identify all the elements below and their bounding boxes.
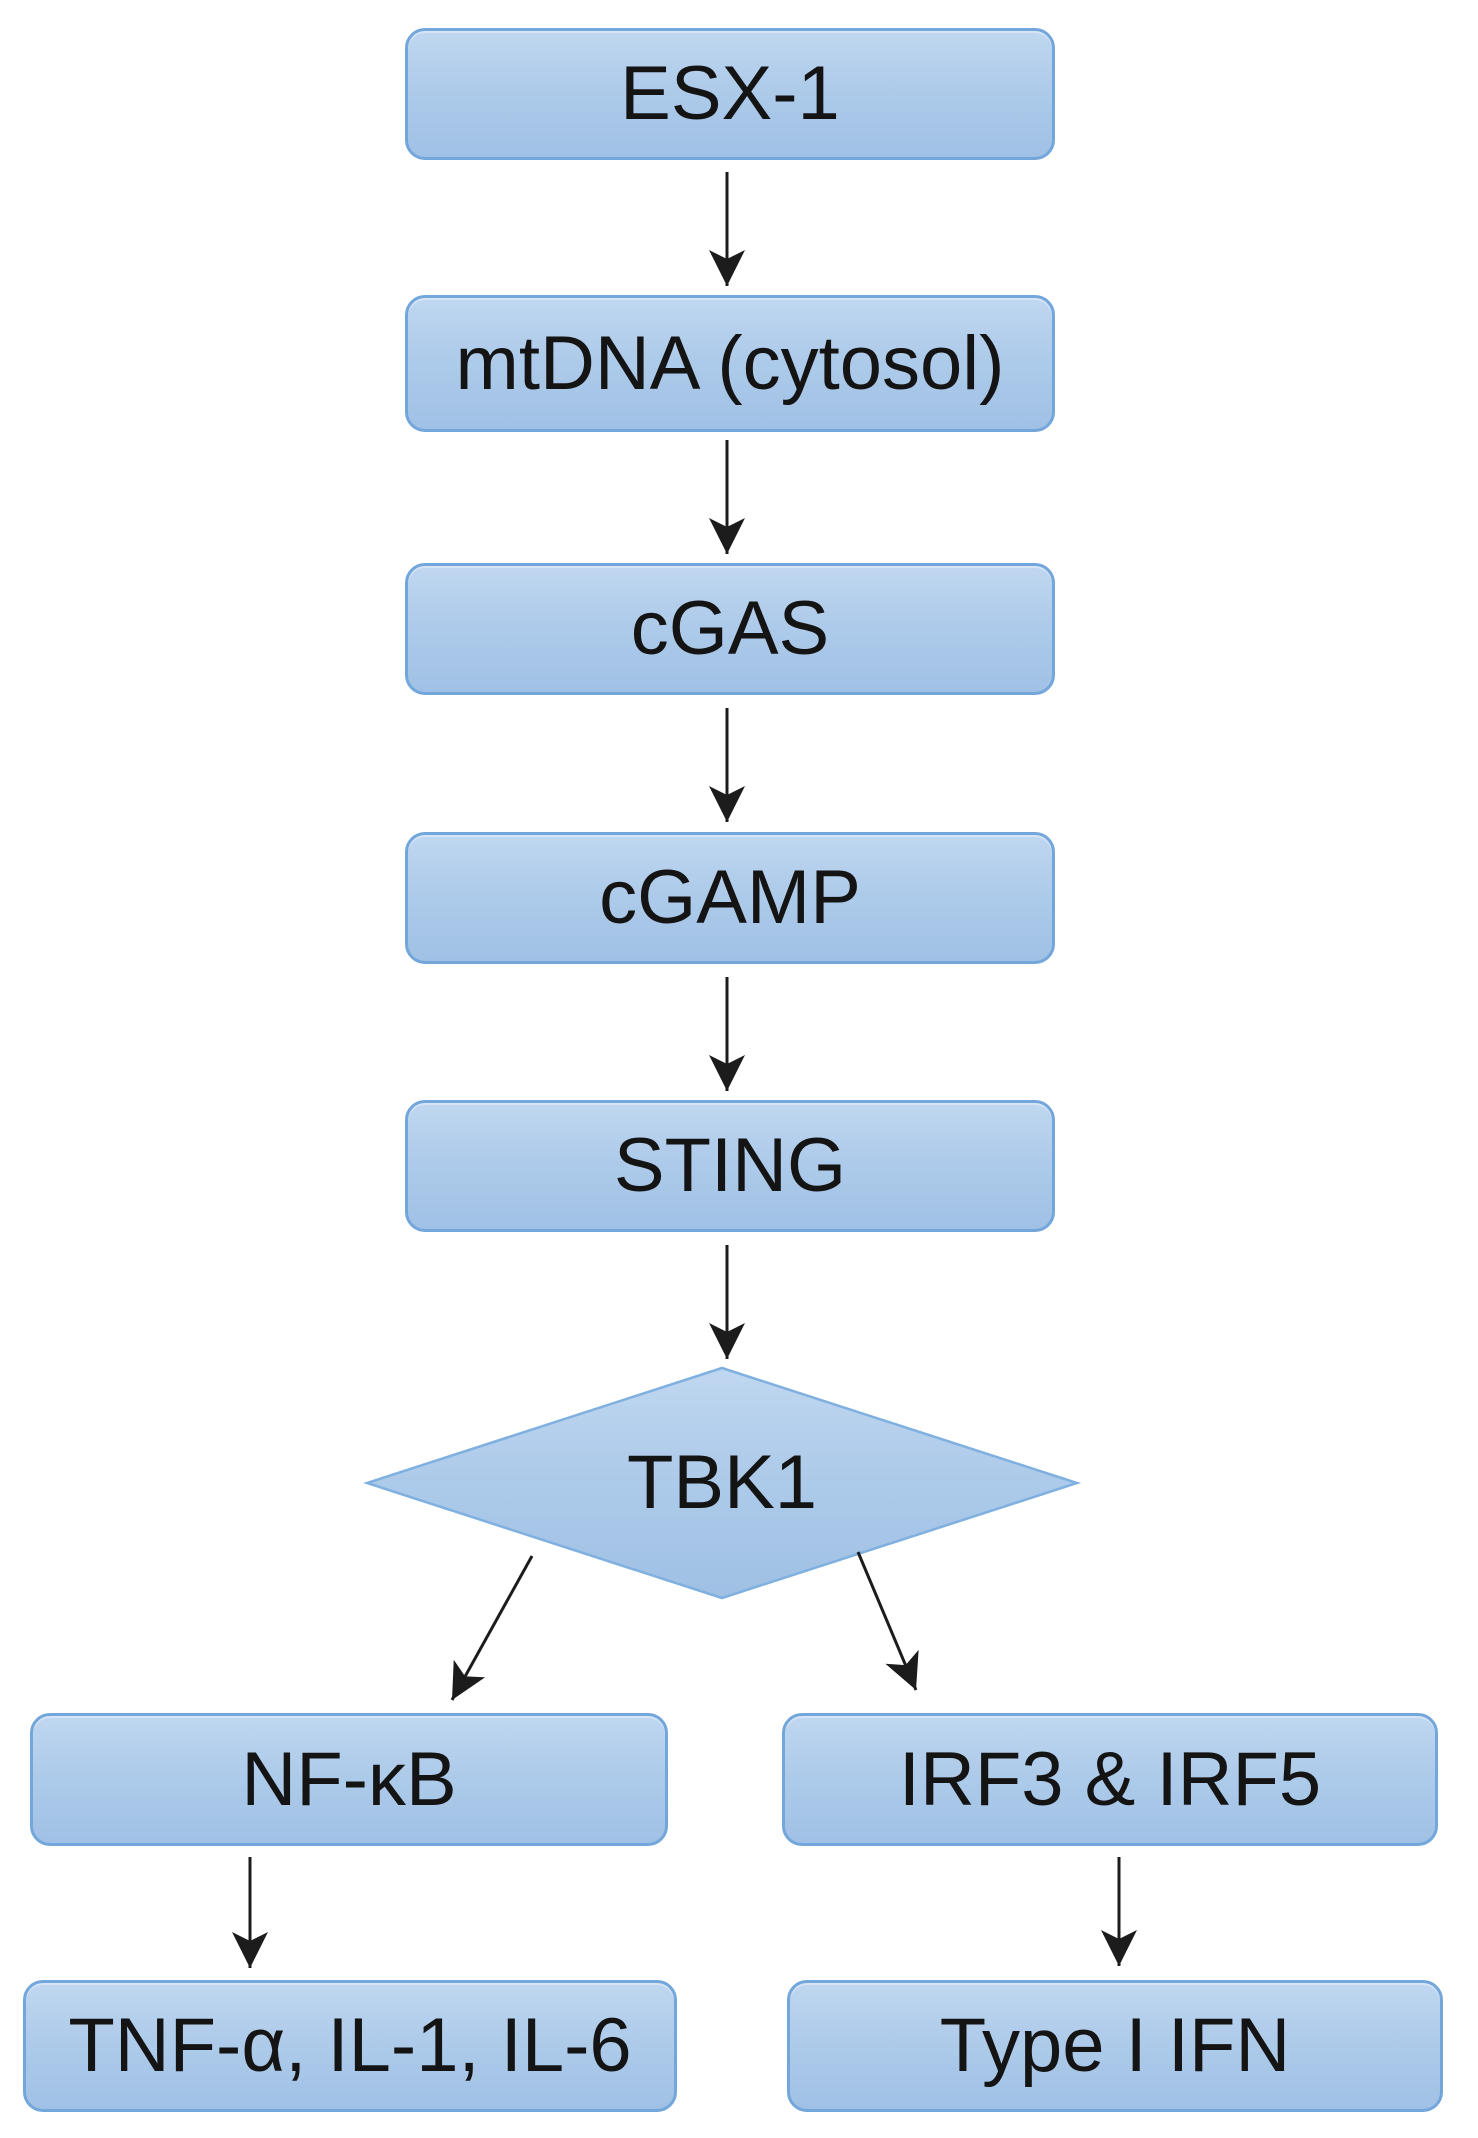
node-nfkb: NF-κB: [30, 1713, 668, 1846]
node-irf3-irf5: IRF3 & IRF5: [782, 1713, 1438, 1846]
node-esx1: ESX-1: [405, 28, 1055, 160]
node-cgamp: cGAMP: [405, 832, 1055, 964]
node-tbk1-diamond: [362, 1366, 1082, 1600]
node-cgas: cGAS: [405, 563, 1055, 695]
arrow-tbk1-to-irf: [856, 1551, 919, 1691]
node-type1-ifn: Type I IFN: [787, 1980, 1443, 2112]
node-mtdna: mtDNA (cytosol): [405, 295, 1055, 432]
node-sting: STING: [405, 1100, 1055, 1232]
node-cytokines: TNF-α, IL-1, IL-6: [23, 1980, 677, 2112]
arrow-tbk1-to-nfkb: [450, 1555, 534, 1701]
